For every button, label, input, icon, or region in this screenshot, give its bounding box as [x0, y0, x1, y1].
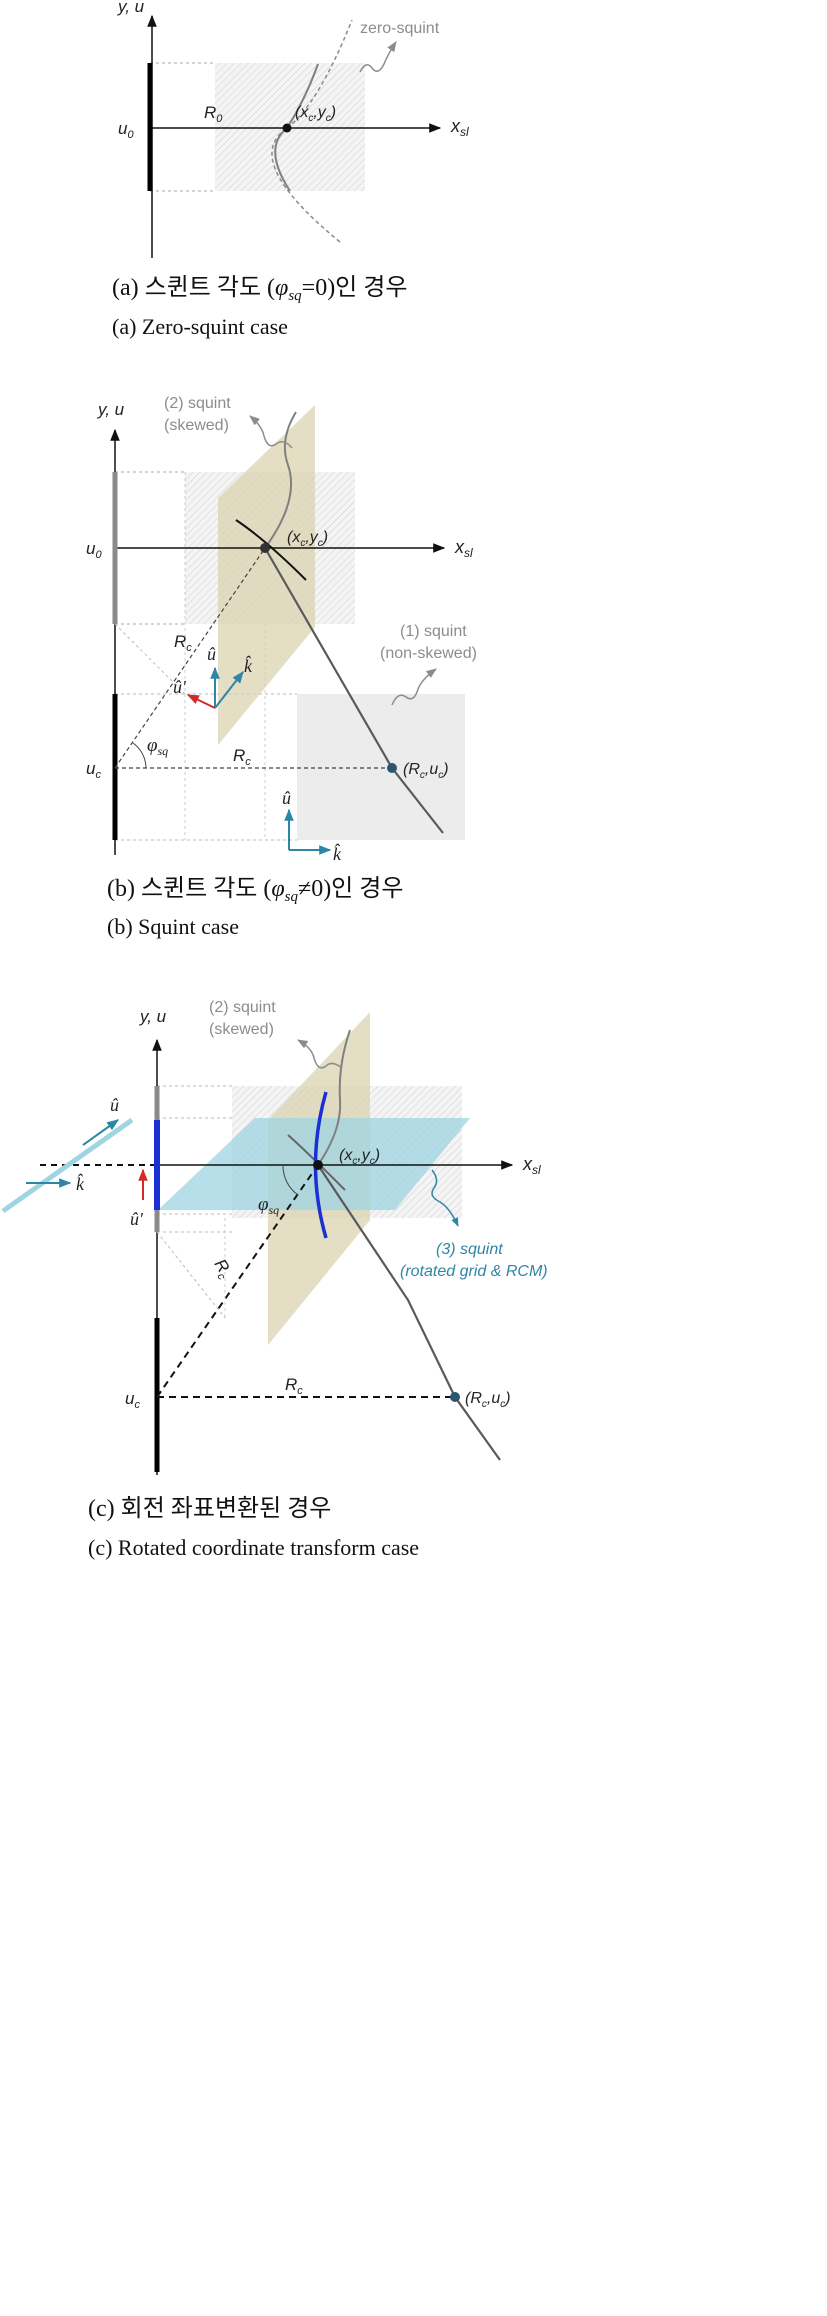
panel-b-uc-label: uc	[86, 759, 101, 781]
panel-c-y-label: y, u	[139, 1007, 167, 1026]
panel-c-caption-kr: (c) 회전 좌표변환된 경우	[88, 1495, 331, 1522]
panel-a-u0-label: u0	[118, 119, 134, 141]
panel-c-u-hat-label: û	[110, 1095, 119, 1115]
panel-c-uc-label: uc	[125, 1389, 140, 1411]
panel-c-x-label: xsl	[522, 1154, 541, 1177]
panel-a-r0-label: R0	[204, 103, 223, 125]
panel-a-caption-kr: (a) 스퀸트 각도 (φsq=0)인 경우	[112, 274, 407, 304]
panel-c-point-label: (xc,yc)	[339, 1147, 380, 1167]
panel-c-skewed-label-2: (skewed)	[209, 1021, 274, 1038]
panel-b-phi-label: φsq	[147, 735, 168, 758]
panel-b-k-hat-vector	[214, 671, 244, 709]
panel-b-nonskewed-arrow	[391, 668, 437, 706]
panel-b-caption-kr: (b) 스퀸트 각도 (φsq≠0)인 경우	[107, 875, 403, 905]
panel-b-y-label: y, u	[97, 400, 125, 419]
panel-b-target-point	[260, 543, 270, 553]
panel-b-skewed-label-2: (skewed)	[164, 417, 229, 434]
panel-a-curve-label: zero-squint	[360, 20, 440, 37]
panel-b-u-hat-prime-label: û'	[173, 677, 187, 697]
panel-b-range-line-rc	[114, 547, 266, 769]
panel-b-x-label: xsl	[454, 537, 473, 560]
panel-a-zero-squint-curve	[271, 127, 341, 243]
panel-b-k-hat-label-2: k̂	[333, 843, 342, 864]
panel-a-curve-arrow	[359, 41, 397, 73]
panel-c-u-hat-prime-label: û'	[130, 1209, 144, 1229]
panel-a-y-label: y, u	[117, 0, 145, 16]
panel-b-u-hat-label-2: û	[282, 788, 291, 808]
panel-c: y, u xsl uc Rc Rc φsq (xc,yc) (Rc,uc) (2…	[1, 999, 548, 1560]
panel-c-rc-label-diag: Rc	[208, 1256, 236, 1283]
panel-a-point-label: (xc,yc)	[295, 104, 336, 124]
panel-c-k-hat-label: k̂	[76, 1173, 85, 1194]
panel-b-rcuc-point	[387, 763, 397, 773]
panel-b-u-hat-prime-vector	[186, 694, 216, 709]
panel-b-skewed-label-1: (2) squint	[164, 395, 231, 412]
panel-c-target-point	[313, 1160, 323, 1170]
panel-c-rotated-label-1: (3) squint	[436, 1241, 503, 1258]
panel-a: y, u xsl u0 R0 (xc,yc) zero-squint (a) 스…	[112, 0, 469, 339]
panel-b-point-label: (xc,yc)	[287, 529, 328, 549]
panel-b-rc-label-horiz: Rc	[233, 746, 251, 768]
panel-c-phi-label: φsq	[258, 1194, 279, 1217]
panel-c-u-hat-vector	[82, 1119, 119, 1146]
panel-c-rotated-arrow	[431, 1169, 459, 1227]
panel-c-rotated-grid-line	[1, 1117, 134, 1214]
panel-c-rcuc-label: (Rc,uc)	[465, 1390, 511, 1410]
panel-c-skewed-arc	[287, 1134, 346, 1191]
panel-b-caption-en: (b) Squint case	[107, 914, 239, 939]
panel-c-rc-label-horiz: Rc	[285, 1375, 303, 1397]
panel-c-rcm-curve-lower	[317, 1164, 501, 1461]
panel-b-nonskewed-box	[297, 694, 465, 840]
panel-b-u-hat-label: û	[207, 644, 216, 664]
panel-b-nonskewed-label-1: (1) squint	[400, 623, 467, 640]
panel-b: y, u xsl u0 uc Rc Rc φsq (xc,yc) (Rc,uc)…	[86, 395, 477, 939]
panel-c-skewed-label-1: (2) squint	[209, 999, 276, 1016]
panel-b-u0-label: u0	[86, 539, 102, 561]
panel-b-k-hat-label: k̂	[244, 655, 253, 676]
panel-a-caption-en: (a) Zero-squint case	[112, 314, 288, 339]
panel-c-rcm-curve-upper	[317, 1029, 351, 1166]
panel-b-rc-label-diag: Rc	[174, 632, 192, 654]
panel-c-skewed-arrow	[297, 1039, 343, 1069]
panel-c-rcuc-point	[450, 1392, 460, 1402]
panel-c-caption-en: (c) Rotated coordinate transform case	[88, 1535, 419, 1560]
panel-a-x-label: xsl	[450, 116, 469, 139]
panel-c-rotated-label-2: (rotated grid & RCM)	[400, 1263, 548, 1280]
panel-b-phi-arc	[132, 742, 147, 769]
panel-c-phi-arc	[282, 1164, 299, 1196]
panel-b-rcm-curve-upper	[264, 411, 297, 549]
panel-b-nonskewed-label-2: (non-skewed)	[380, 645, 477, 662]
panel-b-skewed-arrow	[249, 415, 293, 449]
panel-a-target-point	[282, 123, 292, 133]
panel-b-rcuc-label: (Rc,uc)	[403, 761, 449, 781]
